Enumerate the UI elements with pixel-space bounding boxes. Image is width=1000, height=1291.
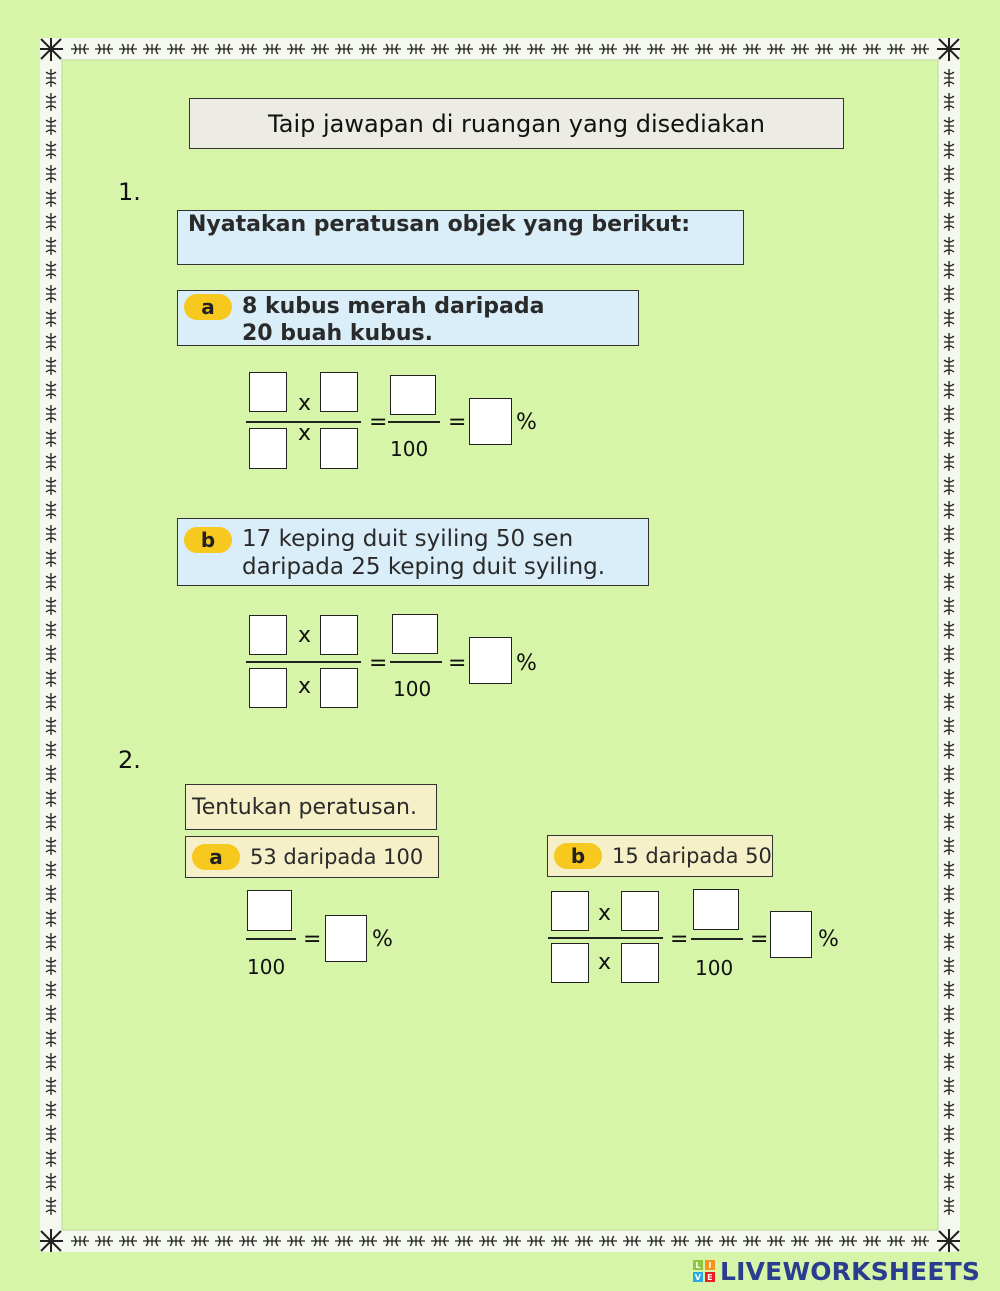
question-2-prompt: Tentukan peratusan. [185,784,437,830]
mark-letter: E [705,1272,715,1282]
equals-symbol: = [369,410,388,435]
percent-symbol: % [516,651,537,676]
liveworksheets-brand-text: LIVEWORKSHEETS [720,1256,981,1286]
hundred-denominator: 100 [393,677,432,701]
mark-letter: I [705,1260,715,1270]
times-symbol: x [298,391,312,416]
q1a-result-numerator-input[interactable] [390,375,436,415]
hundred-denominator: 100 [390,437,429,461]
question-1a-line1: 8 kubus merah daripada [242,294,545,319]
equals-symbol: = [448,651,467,676]
mark-letter: L [693,1260,703,1270]
question-1a-line2: 20 buah kubus. [242,321,434,346]
question-1-prompt-text: Nyatakan peratusan objek yang berikut: [188,212,691,237]
fraction-bar [246,421,361,423]
decorative-border [40,38,960,1252]
q1b-denominator-1-input[interactable] [249,668,287,708]
equals-symbol: = [448,410,467,435]
liveworksheets-logo[interactable]: L I V E LIVEWORKSHEETS [693,1256,980,1286]
question-2-prompt-text: Tentukan peratusan. [192,794,417,820]
fraction-bar [691,938,743,940]
instruction-header: Taip jawapan di ruangan yang disediakan [189,98,844,149]
q2a-numerator-input[interactable] [247,890,292,931]
hundred-denominator: 100 [247,955,286,979]
q1b-result-numerator-input[interactable] [392,614,438,654]
times-symbol: x [298,623,312,648]
question-1a-box: a 8 kubus merah daripada 20 buah kubus. [177,290,639,346]
q2b-numerator-1-input[interactable] [551,891,589,931]
fraction-bar [246,938,296,940]
q1a-numerator-1-input[interactable] [249,372,287,412]
q2b-result-numerator-input[interactable] [693,889,739,930]
q1a-percent-input[interactable] [469,398,512,445]
times-symbol: x [298,421,312,446]
q1a-numerator-2-input[interactable] [320,372,358,412]
percent-symbol: % [516,410,537,435]
question-1b-line2: daripada 25 keping duit syiling. [242,554,606,580]
label-b-badge: b [554,843,602,869]
times-symbol: x [598,901,612,926]
mark-letter: V [693,1272,703,1282]
hundred-denominator: 100 [695,956,734,980]
equals-symbol: = [750,927,769,952]
fraction-bar [246,661,361,663]
q1b-denominator-2-input[interactable] [320,668,358,708]
q1b-numerator-2-input[interactable] [320,615,358,655]
question-1-number: 1. [118,178,141,206]
fraction-bar [390,661,442,663]
label-a-badge: a [192,844,240,870]
q1a-denominator-1-input[interactable] [249,428,287,469]
fraction-bar [388,421,440,423]
equals-symbol: = [670,927,689,952]
fraction-bar [548,937,663,939]
question-2b-text: 15 daripada 50 [612,844,772,868]
times-symbol: x [598,950,612,975]
q2b-percent-input[interactable] [770,911,812,958]
percent-symbol: % [818,927,839,952]
q1b-numerator-1-input[interactable] [249,615,287,655]
q2a-percent-input[interactable] [325,915,367,962]
question-1-prompt: Nyatakan peratusan objek yang berikut: [177,210,744,265]
question-1b-line1: 17 keping duit syiling 50 sen [242,526,574,552]
question-1b-box: b 17 keping duit syiling 50 sen daripada… [177,518,649,586]
q2b-denominator-1-input[interactable] [551,943,589,983]
question-2a-box: a 53 daripada 100 [185,836,439,878]
times-symbol: x [298,674,312,699]
label-a-badge: a [184,294,232,320]
question-2-number: 2. [118,746,141,774]
q1b-percent-input[interactable] [469,637,512,684]
question-2a-text: 53 daripada 100 [250,845,424,869]
equals-symbol: = [369,651,388,676]
q2b-numerator-2-input[interactable] [621,891,659,931]
question-2b-box: b 15 daripada 50 [547,835,773,877]
equals-symbol: = [303,927,322,952]
q1a-denominator-2-input[interactable] [320,428,358,469]
percent-symbol: % [372,927,393,952]
label-b-badge: b [184,527,232,553]
q2b-denominator-2-input[interactable] [621,943,659,983]
liveworksheets-mark-icon: L I V E [693,1260,715,1282]
